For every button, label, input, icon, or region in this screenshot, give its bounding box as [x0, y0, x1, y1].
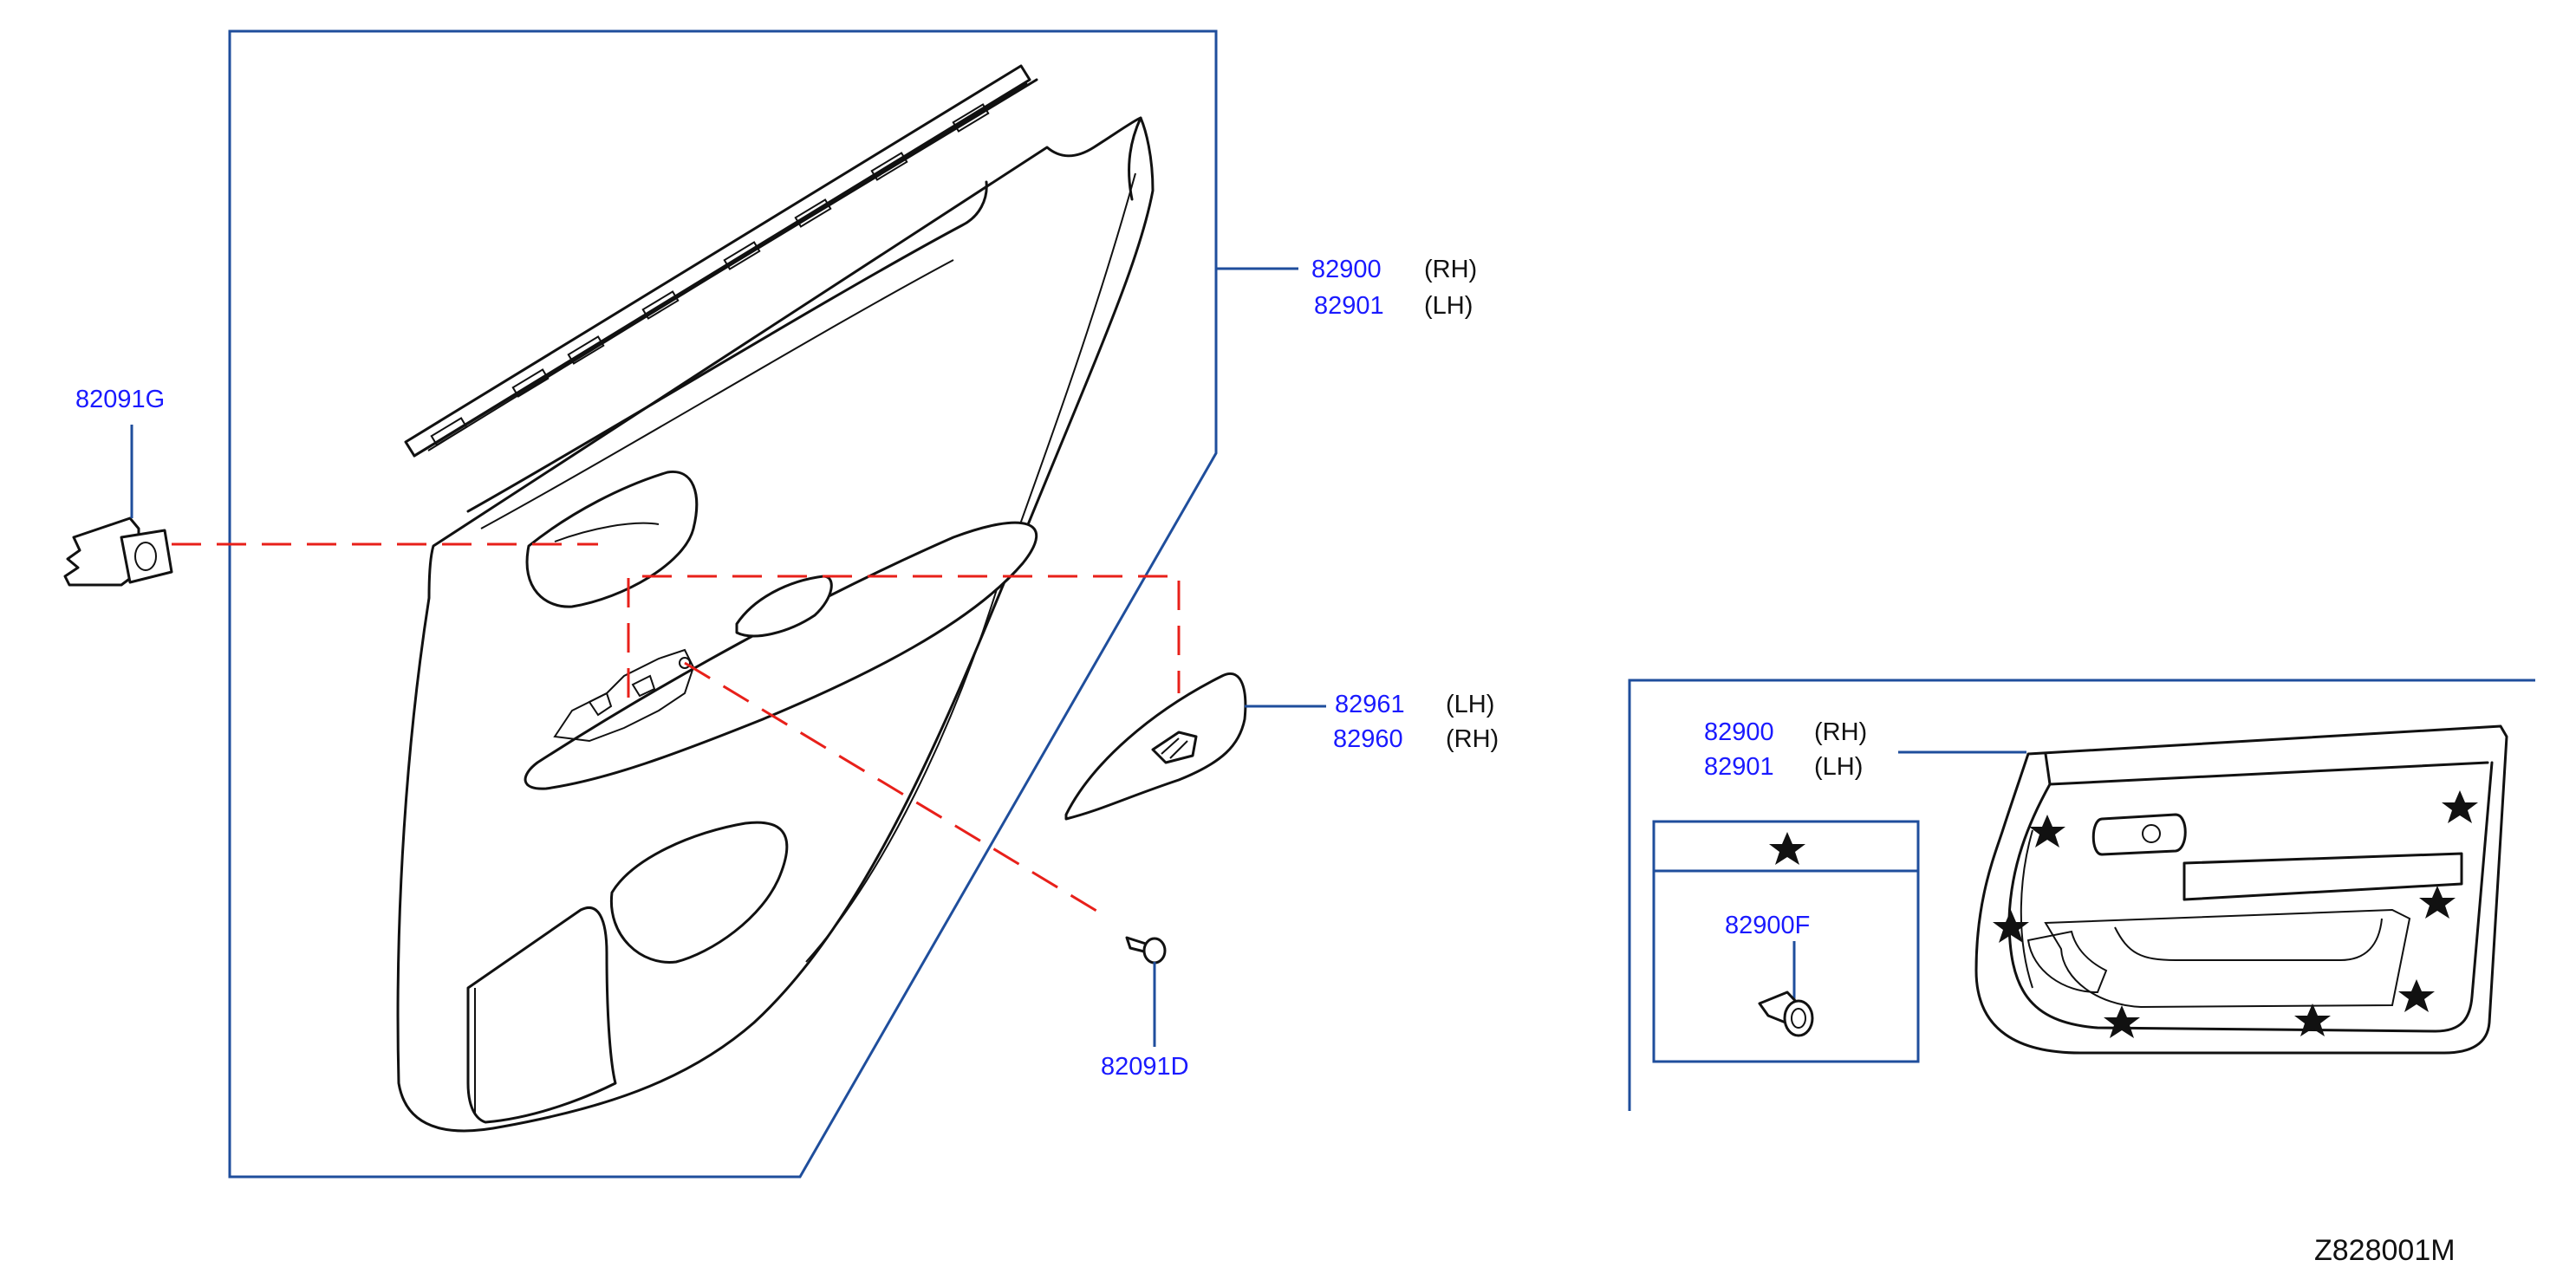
part-number-finisher-rh[interactable]: 82960 [1333, 725, 1403, 753]
inset-clip-stars [1769, 790, 2478, 1038]
star-icon [2104, 1005, 2140, 1038]
part-number-82091d[interactable]: 82091D [1101, 1053, 1189, 1081]
inset-legend-box [1652, 820, 1920, 1063]
inset-part-number-panel-rh[interactable]: 82900 [1704, 718, 1774, 746]
inset-door-panel [1974, 724, 2508, 1055]
star-icon [2398, 979, 2435, 1012]
part-number-panel-lh[interactable]: 82901 [1314, 292, 1384, 320]
inset-side-label-panel-rh: (RH) [1814, 718, 1868, 746]
side-label-panel-rh: (RH) [1424, 256, 1478, 283]
star-icon [1769, 832, 1805, 865]
screw-82091d-drawing [1125, 936, 1167, 1047]
inset-part-number-panel-lh[interactable]: 82901 [1704, 753, 1774, 781]
part-number-panel-rh[interactable]: 82900 [1311, 256, 1382, 283]
assembly-leader-lines [172, 542, 1181, 920]
window-weatherstrip [404, 64, 1038, 458]
switch-finisher-drawing [1064, 672, 1326, 821]
door-trim-panel [396, 116, 1155, 1133]
main-assembly-frame [228, 29, 1298, 1179]
part-number-82091g[interactable]: 82091G [75, 386, 166, 413]
star-icon [2294, 1003, 2331, 1036]
clip-82091g-drawing [63, 425, 173, 587]
side-label-finisher-lh: (LH) [1446, 691, 1495, 718]
star-icon [2442, 790, 2478, 823]
inset-part-number-82900f[interactable]: 82900F [1725, 912, 1811, 939]
star-icon [2419, 886, 2456, 919]
star-icon [2029, 815, 2065, 848]
diagram-code: Z828001M [2314, 1234, 2456, 1267]
inset-frame [1628, 679, 2535, 1111]
star-icon [1993, 910, 2029, 943]
inset-side-label-panel-lh: (LH) [1814, 753, 1864, 781]
part-number-finisher-lh[interactable]: 82961 [1335, 691, 1405, 718]
side-label-finisher-rh: (RH) [1446, 725, 1499, 753]
side-label-panel-lh: (LH) [1424, 292, 1473, 320]
